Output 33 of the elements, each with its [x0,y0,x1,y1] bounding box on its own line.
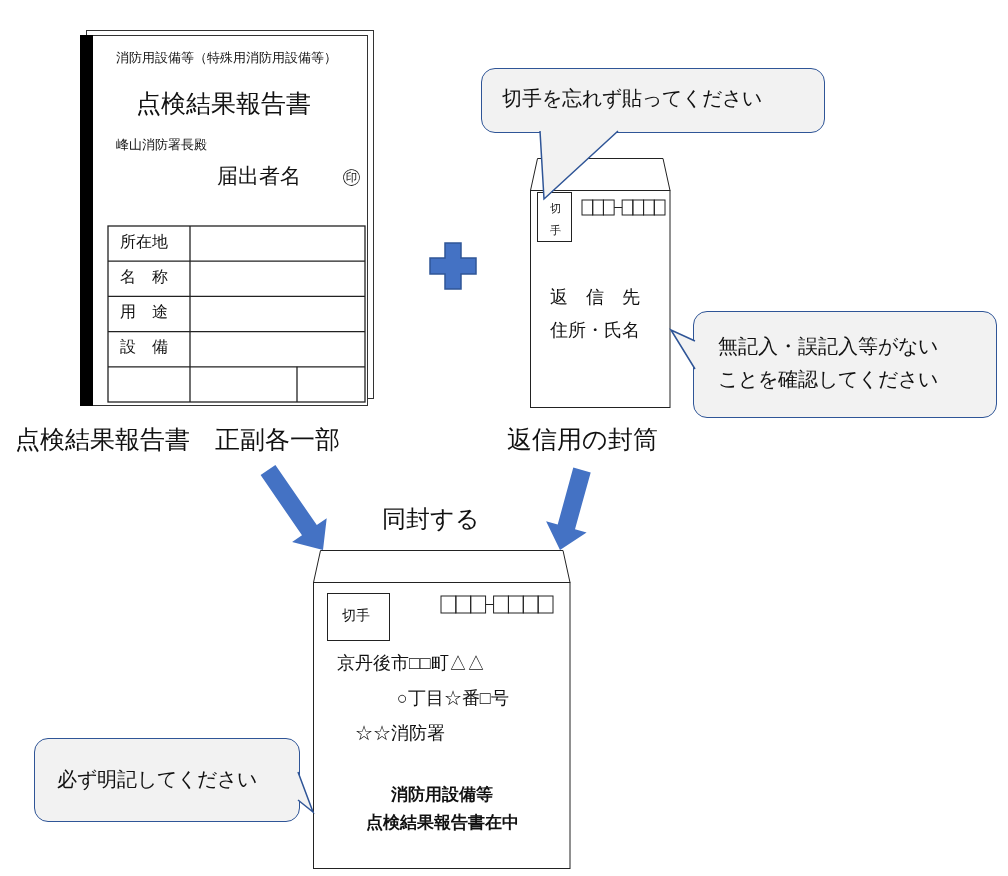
report-document [80,30,374,406]
seal-mark: ㊞ [342,166,361,188]
address-line: ○丁目☆番□号 [397,688,509,709]
stamp-box [327,593,390,641]
item-caption: 点検結果報告書 正副各一部 [15,426,340,455]
table-label: 名 称 [120,268,168,287]
address-line: 京丹後市□□町△△ [337,653,485,674]
stamp-box [537,192,572,242]
stamp-label: 切手 [342,608,370,625]
document-title: 点検結果報告書 [136,90,311,119]
return-address-label: 返 信 先 [550,287,640,308]
speech-bubble [693,311,997,418]
block-arrow [546,467,591,550]
callout-text: 無記入・誤記入等がないことを確認してください [718,333,939,393]
callout-text: 切手を忘れず貼ってください [502,87,762,110]
callout-pointer [669,328,696,370]
enclosure-note: 点検結果報告書在中 [364,813,520,833]
table-label: 所在地 [120,233,168,252]
table-label: 用 途 [120,303,168,322]
callout-pointer [297,771,315,815]
callout-text: 必ず明記してください [57,768,257,791]
table-label: 設 備 [120,338,168,357]
block-arrow [260,464,327,550]
addressee-text: 峰山消防署長殿 [116,138,207,153]
return-address-label: 住所・氏名 [550,320,640,341]
instruction-text: 同封する [382,506,480,534]
enclosure-note: 消防用設備等 [390,785,494,805]
callout-pointer [539,130,619,201]
applicant-label: 届出者名 [217,164,301,189]
item-caption: 返信用の封筒 [507,426,658,455]
address-line: ☆☆消防署 [355,723,445,744]
form-header: 消防用設備等（特殊用消防用設備等） [116,51,337,66]
stamp-label: 切手 [550,201,561,238]
